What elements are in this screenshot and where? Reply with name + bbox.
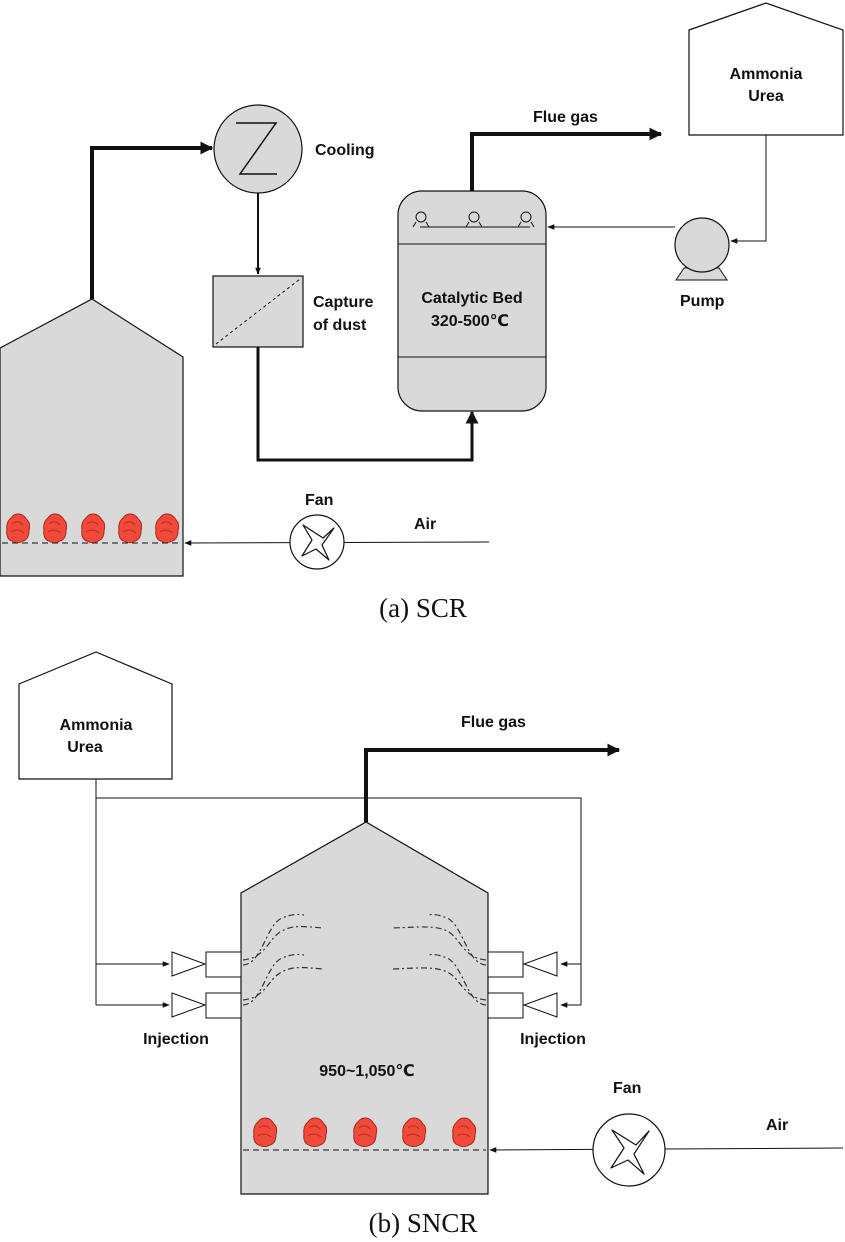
nozzle-icon <box>522 951 558 977</box>
scr-capture-label-line1: Capture <box>313 294 374 311</box>
scr-flue-gas-label: Flue gas <box>533 109 598 126</box>
injection-right-label: Injection <box>520 1031 586 1048</box>
spray-icon <box>465 211 483 228</box>
flame-icon <box>353 1117 378 1147</box>
pump-label: Pump <box>680 293 725 310</box>
injection-left-nozzles <box>171 951 242 1019</box>
flame-icon <box>253 1117 278 1147</box>
scr-flue-gas-outlet <box>470 127 663 191</box>
sncr-tank-label-line2: Urea <box>67 739 103 756</box>
sncr-flue-gas-label: Flue gas <box>461 714 526 731</box>
nozzle-icon <box>205 951 242 978</box>
sncr-caption: (b) SNCR <box>369 1208 478 1238</box>
sncr-flue-gas-outlet <box>364 743 621 822</box>
sncr-temperature-label: 950~1,050℃ <box>319 1063 414 1080</box>
scr-cooling-label: Cooling <box>315 142 375 159</box>
nozzle-icon <box>171 951 207 977</box>
scr-tank-label-line2: Urea <box>748 88 784 105</box>
scr-duct-furnace-to-cooling <box>90 141 214 299</box>
flame-icon <box>81 513 106 543</box>
spray-nozzles <box>412 211 535 228</box>
scr-line-dust-to-reactor <box>256 347 479 462</box>
scr-furnace <box>0 298 184 577</box>
cooling-coil-icon <box>236 122 278 175</box>
injection-right-nozzles <box>487 951 558 1019</box>
nozzle-icon <box>171 992 207 1018</box>
pump-icon <box>674 217 730 281</box>
nozzle-icon <box>522 992 558 1018</box>
scr-line-tank-to-pump <box>730 135 767 244</box>
scr-diagram: Cooling Capture of dust Catalytic Bed 32 <box>0 2 844 623</box>
sncr-fan-label: Fan <box>613 1080 641 1097</box>
sncr-air-line <box>489 1147 844 1153</box>
fan-icon <box>610 1129 650 1175</box>
catalytic-bed-label: Catalytic Bed <box>421 290 522 307</box>
scr-caption: (a) SCR <box>379 593 467 623</box>
flame-icon <box>452 1117 477 1147</box>
catalytic-temp-label: 320-500℃ <box>431 313 509 330</box>
flame-icon <box>43 513 68 543</box>
nozzle-icon <box>487 951 524 978</box>
nozzle-icon <box>487 992 524 1019</box>
flame-icon <box>6 513 31 543</box>
spray-icon <box>412 211 430 228</box>
scr-fan-label: Fan <box>305 492 333 509</box>
spray-plumes <box>242 913 487 1006</box>
flame-icon <box>402 1117 427 1147</box>
nozzle-icon <box>205 992 242 1019</box>
scr-tank-label-line1: Ammonia <box>730 66 803 83</box>
sncr-reagent-piping <box>95 779 582 1008</box>
flame-icon <box>303 1117 328 1147</box>
sncr-ammonia-tank <box>18 651 173 780</box>
scr-ammonia-tank <box>688 2 844 136</box>
scr-air-label: Air <box>414 516 436 533</box>
sncr-tank-label-line1: Ammonia <box>60 717 133 734</box>
flame-icon <box>118 513 143 543</box>
sncr-air-label: Air <box>766 1117 788 1134</box>
sncr-diagram: Ammonia Urea Flue gas <box>18 651 844 1238</box>
fan-icon <box>301 524 335 561</box>
spray-icon <box>517 211 535 228</box>
injection-left-label: Injection <box>143 1031 209 1048</box>
flame-icon <box>155 513 180 543</box>
scr-capture-label-line2: of dust <box>313 317 367 334</box>
